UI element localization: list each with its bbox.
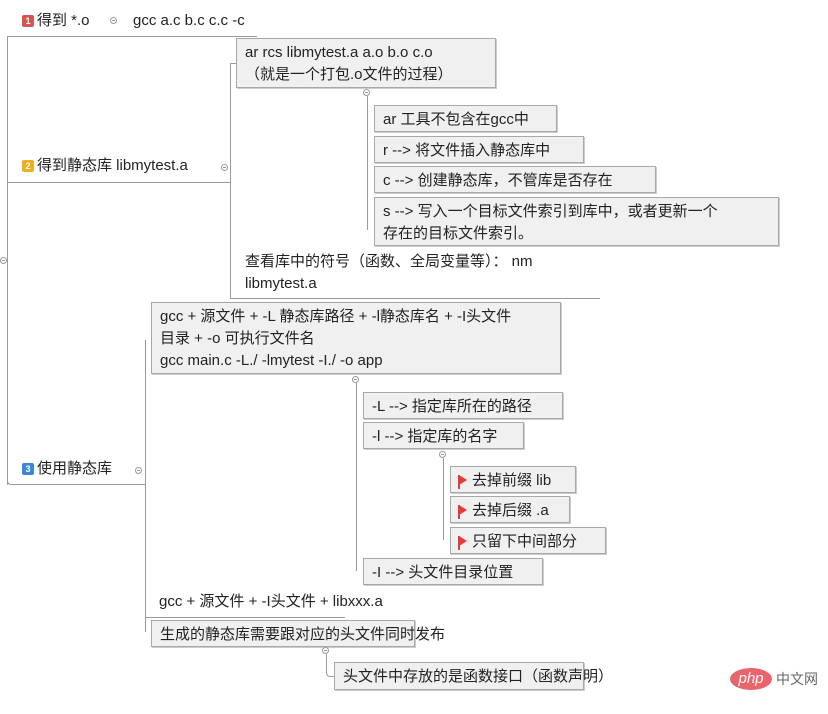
nm-line1: 查看库中的符号（函数、全局变量等）： nm — [245, 253, 533, 270]
topic1-underline — [7, 36, 257, 37]
topic-label: 得到静态库 libmytest.a — [37, 157, 188, 174]
gcc-lib-underline — [145, 617, 345, 618]
lib-name-rule[interactable]: 去掉前缀 lib — [450, 466, 576, 493]
gcc-usage-box[interactable]: gcc + 源文件 + -L 静态库路径 + -l静态库名 + -I头文件 目录… — [151, 302, 561, 374]
collapse-icon[interactable] — [352, 376, 359, 383]
lib-name-rule[interactable]: 去掉后缀 .a — [450, 496, 570, 523]
connector — [326, 654, 335, 677]
red-flag-icon — [458, 505, 467, 519]
ar-command-box[interactable]: ar rcs libmytest.a a.o b.o c.o （就是一个打包.o… — [236, 38, 496, 88]
item-label: 生成的静态库需要跟对应的头文件同时发布 — [160, 626, 446, 643]
red-flag-icon — [458, 536, 467, 550]
publish-box[interactable]: 生成的静态库需要跟对应的头文件同时发布 — [151, 620, 445, 647]
nm-underline — [230, 298, 600, 299]
priority-2-icon: 2 — [22, 160, 34, 172]
collapse-icon[interactable] — [110, 17, 117, 24]
connector — [230, 63, 231, 298]
item-label: s --> 写入一个目标文件索引到库中，或者更新一个 — [383, 203, 718, 220]
item-label: r --> 将文件插入静态库中 — [383, 142, 551, 159]
gcc-option-item[interactable]: -L --> 指定库所在的路径 — [363, 392, 563, 419]
ar-option-item[interactable]: c --> 创建静态库，不管库是否存在 — [374, 166, 656, 193]
gcc-option-item[interactable]: -I --> 头文件目录位置 — [363, 558, 543, 585]
item-label: 去掉前缀 lib — [472, 472, 552, 489]
connector — [145, 340, 146, 632]
collapse-icon[interactable] — [363, 89, 370, 96]
header-note-box[interactable]: 头文件中存放的是函数接口（函数声明） — [334, 662, 613, 690]
ar-option-item[interactable]: ar 工具不包含在gcc中 — [374, 105, 557, 132]
collapse-icon[interactable] — [322, 647, 329, 654]
priority-3-icon: 3 — [22, 463, 34, 475]
gcc-option-item[interactable]: -l --> 指定库的名字 — [363, 422, 524, 449]
watermark-text: 中文网 — [776, 671, 818, 687]
item-label: 去掉后缀 .a — [472, 502, 549, 519]
item-label: -I --> 头文件目录位置 — [372, 564, 514, 581]
topic3-underline — [7, 260, 146, 485]
item-label: ar 工具不包含在gcc中 — [383, 111, 529, 128]
gcc-lib-note[interactable]: gcc + 源文件 + -I头文件 + libxxx.a — [159, 593, 383, 610]
connector — [230, 63, 236, 64]
ar-option-item[interactable]: s --> 写入一个目标文件索引到库中，或者更新一个 存在的目标文件索引。 — [374, 197, 779, 246]
gcc-line1: gcc + 源文件 + -L 静态库路径 + -l静态库名 + -I头文件 — [160, 308, 512, 325]
nm-note[interactable]: 查看库中的符号（函数、全局变量等）： nm libmytest.a — [245, 251, 533, 295]
connector — [443, 458, 444, 540]
topic-label: 使用静态库 — [37, 460, 113, 477]
ar-option-item[interactable]: r --> 将文件插入静态库中 — [374, 136, 584, 163]
gcc-line3: gcc main.c -L./ -lmytest -I./ -o app — [160, 352, 383, 369]
collapse-icon[interactable] — [135, 467, 142, 474]
item-label: 存在的目标文件索引。 — [383, 225, 534, 242]
topic-label: 得到 *.o — [37, 12, 90, 29]
item-label: -l --> 指定库的名字 — [372, 428, 498, 445]
nm-line2: libmytest.a — [245, 275, 317, 292]
red-flag-icon — [458, 475, 467, 489]
item-label: 只留下中间部分 — [472, 533, 578, 550]
item-label: c --> 创建静态库，不管库是否存在 — [383, 172, 613, 189]
connector — [367, 96, 368, 230]
ar-line1: ar rcs libmytest.a a.o b.o c.o — [245, 44, 433, 61]
root-collapse-icon[interactable] — [0, 257, 7, 264]
gcc-line2: 目录 + -o 可执行文件名 — [160, 330, 315, 347]
priority-1-icon: 1 — [22, 15, 34, 27]
topic2-underline — [7, 182, 230, 183]
collapse-icon[interactable] — [439, 451, 446, 458]
topic-note: gcc a.c b.c c.c -c — [133, 12, 245, 29]
item-label: 头文件中存放的是函数接口（函数声明） — [343, 668, 614, 685]
collapse-icon[interactable] — [221, 164, 228, 171]
ar-line2: （就是一个打包.o文件的过程） — [245, 66, 453, 83]
lib-name-rule[interactable]: 只留下中间部分 — [450, 527, 606, 554]
php-logo: php — [730, 668, 772, 690]
connector — [356, 383, 357, 571]
watermark: php 中文网 — [730, 668, 818, 690]
item-label: -L --> 指定库所在的路径 — [372, 398, 532, 415]
